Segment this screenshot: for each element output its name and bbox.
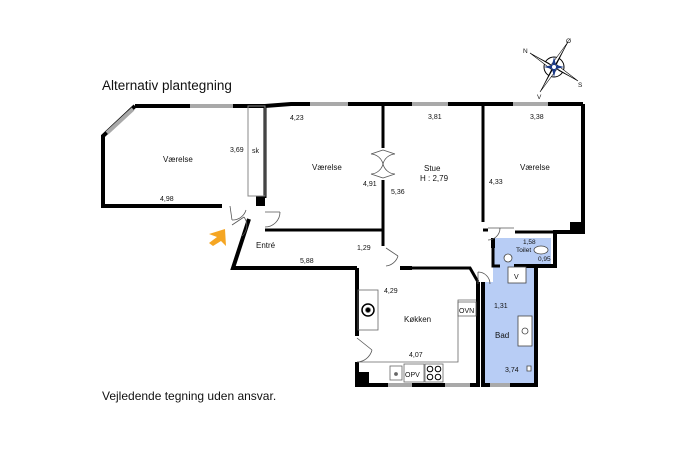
toilet-sink [503, 253, 513, 263]
shower-marker [526, 365, 532, 372]
dim-4-98: 4,98 [160, 196, 174, 203]
bath-sink [517, 315, 533, 347]
label-stue-height: H : 2,79 [420, 174, 449, 183]
door-entre-stue [385, 247, 399, 267]
door-bath [477, 271, 491, 285]
label-entre: Entré [256, 241, 276, 250]
dim-5-36: 5,36 [391, 189, 405, 196]
disclaimer-text: Vejledende tegning uden ansvar. [102, 389, 277, 403]
burner-3 [426, 373, 434, 381]
kitchen-counter [358, 299, 476, 363]
door-room1 [229, 205, 247, 221]
sink-icon [389, 365, 403, 381]
label-stue: Stue [424, 164, 441, 173]
wall-kitchen-left-low [355, 282, 480, 387]
wall-block-2 [570, 222, 583, 232]
oven-box [457, 301, 477, 317]
label-sk: sk [252, 148, 260, 155]
dim-1-29: 1,29 [357, 245, 371, 252]
label-room-left: Værelse [163, 155, 193, 164]
dim-4-33: 4,33 [489, 179, 503, 186]
stove-box [424, 363, 444, 383]
doors [229, 149, 514, 363]
dim-1-31: 1,31 [494, 303, 508, 310]
cooker-hood-center [365, 307, 371, 313]
closet-outline [247, 105, 266, 197]
label-room-middle: Værelse [312, 163, 342, 172]
cooker-hood-icon [361, 303, 375, 317]
kitchen-counter-left [357, 289, 379, 331]
window-diagonal [105, 107, 135, 135]
door-stue-left [370, 149, 384, 165]
burner-4 [434, 373, 442, 381]
wall-toilet [491, 248, 500, 268]
label-opv: OPV [405, 372, 420, 379]
label-kokken: Køkken [404, 315, 431, 324]
label-toilet: Toilet [516, 247, 531, 254]
dim-4-91: 4,91 [363, 181, 377, 188]
wall-entre-kitchen [412, 266, 480, 283]
plan-title: Alternativ plantegning [102, 78, 232, 93]
compass-o: Ø [566, 38, 571, 45]
door-front [231, 216, 248, 237]
burner-2 [434, 365, 442, 373]
dim-0-95: 0,95 [538, 256, 551, 263]
door-stue-right [370, 163, 384, 179]
bath-sink-drain [521, 327, 529, 335]
kitchen-fixtures [357, 289, 477, 383]
dim-3-81: 3,81 [428, 114, 442, 121]
entrance-arrow-icon [209, 229, 226, 246]
label-v: V [514, 274, 519, 281]
wall-entrance-left [230, 218, 357, 270]
dim-4-07: 4,07 [409, 352, 423, 359]
bath-fixtures [503, 245, 549, 372]
burner-1 [426, 365, 434, 373]
wall-block-kitchen [357, 372, 369, 386]
compass-rose-icon [529, 41, 579, 93]
sink-drain [394, 372, 398, 376]
compass-s: S [578, 82, 583, 89]
closet-sk [247, 105, 266, 197]
door-room3 [487, 227, 514, 241]
compass-v: V [537, 94, 542, 101]
dishwasher-box [403, 363, 425, 383]
windows [105, 102, 548, 387]
door-kitchen [356, 337, 373, 363]
dim-1-58: 1,58 [523, 239, 536, 246]
label-room-right: Værelse [520, 163, 550, 172]
label-bad: Bad [495, 331, 509, 340]
dim-3-38: 3,38 [530, 114, 544, 121]
dim-3-74: 3,74 [505, 367, 519, 374]
dim-4-29: 4,29 [384, 288, 398, 295]
label-ovn: OVN [459, 308, 474, 315]
wall-block-1 [256, 196, 265, 206]
dim-4-23: 4,23 [290, 115, 304, 122]
dim-3-69: 3,69 [230, 147, 244, 154]
door-room2 [264, 211, 281, 228]
dim-5-88: 5,88 [300, 258, 314, 265]
compass-n: N [523, 48, 528, 55]
toilet-bowl [533, 245, 549, 255]
washer-box [507, 266, 527, 284]
door-stue-inner [382, 149, 396, 179]
